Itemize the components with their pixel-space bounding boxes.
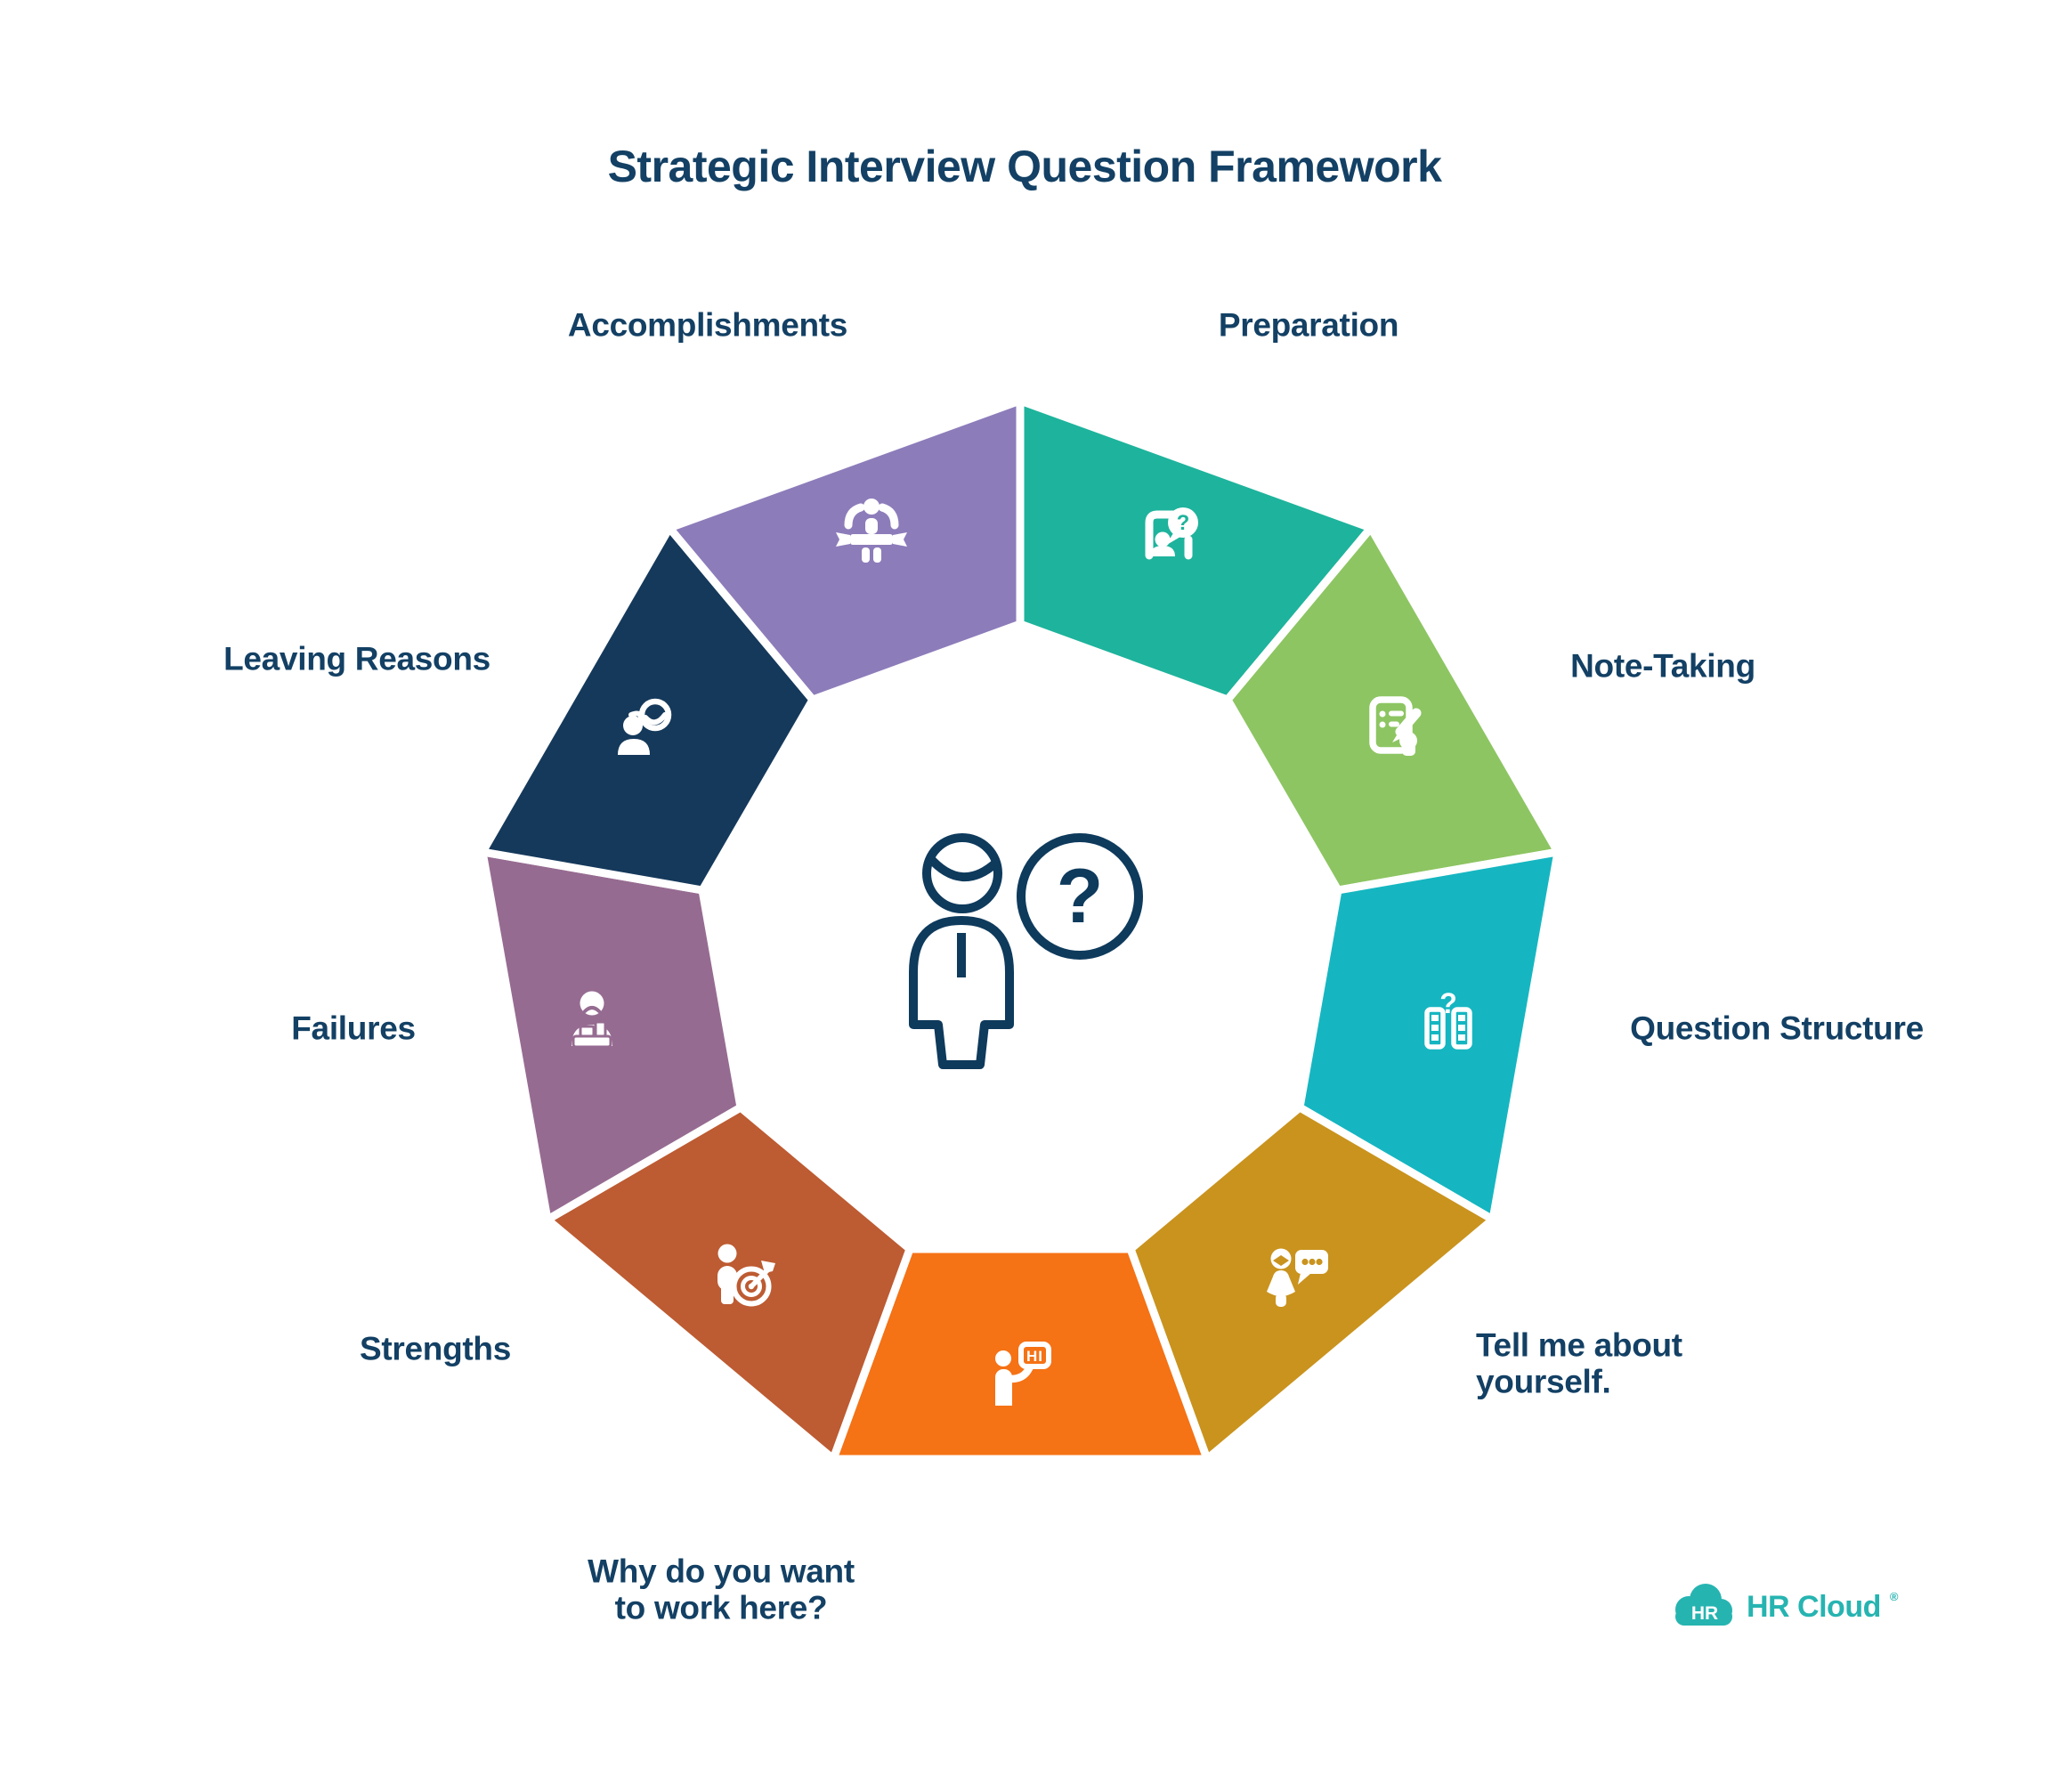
notepad-pen-icon (1369, 696, 1422, 756)
segment-ring (478, 396, 1562, 1464)
greeting-hi-icon: HI (995, 1342, 1051, 1406)
label-why-work-here: Why do you want to work here? (588, 1553, 855, 1626)
segment-accomplishments (665, 396, 1025, 704)
label-preparation: Preparation (1218, 306, 1399, 344)
label-accomplishments: Accomplishments (567, 306, 848, 344)
question-columns-icon: ? (1424, 987, 1472, 1050)
preparation-question-glyph: ? (1177, 511, 1190, 535)
registered-mark: ® (1889, 1589, 1899, 1603)
label-question-structure: Question Structure (1630, 1010, 1924, 1047)
label-strengths: Strengths (360, 1330, 511, 1367)
center-question-glyph: ? (1057, 854, 1104, 939)
page-title: Strategic Interview Question Framework (607, 142, 1442, 191)
interview-question-icon: ? (1145, 507, 1198, 560)
person-speech-dots-icon (1267, 1248, 1328, 1307)
sad-person-desk-icon (572, 991, 612, 1049)
label-leaving-reasons: Leaving Reasons (223, 640, 490, 677)
hr-cloud-wordmark: HR Cloud (1747, 1589, 1881, 1624)
person-mask-icon (618, 698, 672, 755)
hr-cloud-icon: HR (1675, 1584, 1732, 1626)
interviewee-question-icon (909, 833, 1143, 1069)
hr-badge-text: HR (1691, 1603, 1718, 1624)
label-note-taking: Note-Taking (1570, 647, 1755, 685)
hr-cloud-logo: HR HR Cloud ® (1670, 1581, 1898, 1633)
winner-finish-icon (836, 499, 907, 563)
label-tell-me-about-yourself: Tell me about yourself. (1476, 1326, 1682, 1400)
person-target-icon (717, 1244, 775, 1307)
label-failures: Failures (291, 1010, 416, 1047)
hi-glyph: HI (1026, 1348, 1043, 1365)
